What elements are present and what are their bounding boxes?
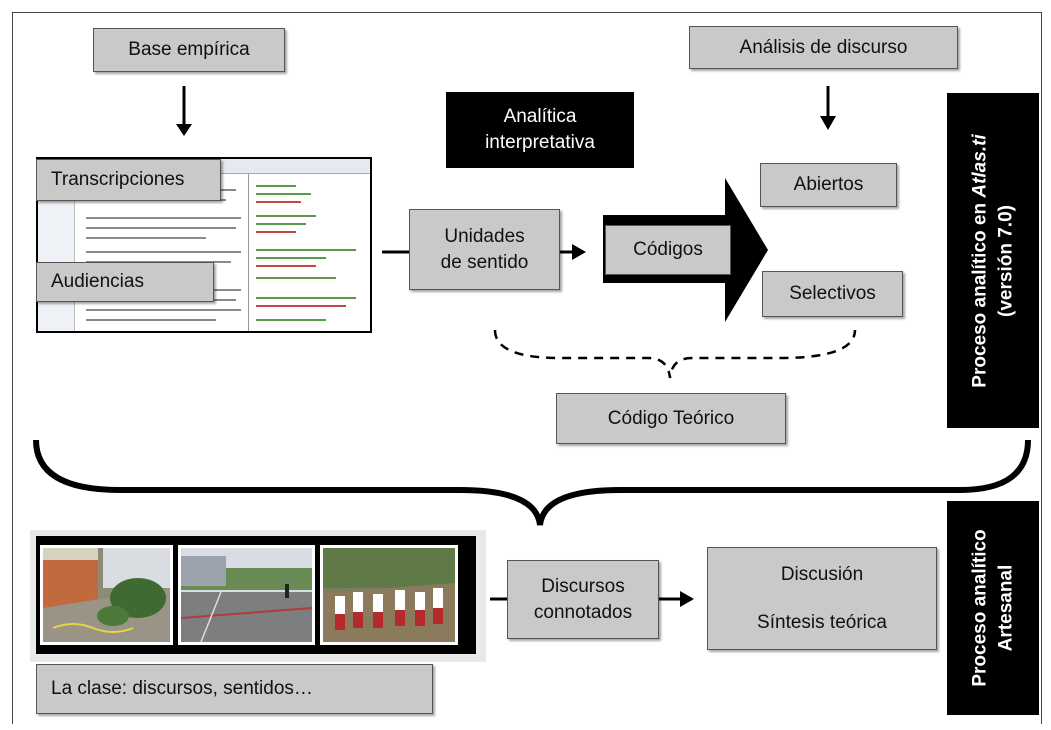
classroom-photo-2 <box>178 545 315 645</box>
thumbnail-code-line <box>256 223 306 225</box>
box-analisis-discurso: Análisis de discurso <box>689 26 958 69</box>
thumbnail-code-line <box>256 305 346 307</box>
box-transcripciones: Transcripciones <box>36 159 221 201</box>
discusion-label: Discusión <box>780 563 864 585</box>
audiencias-label: Audiencias <box>51 271 144 293</box>
thumbnail-text-line <box>86 251 241 253</box>
box-codigo-teorico: Código Teórico <box>556 393 786 444</box>
atlas-line1-italic: Atlas.ti <box>969 133 991 198</box>
abiertos-label: Abiertos <box>793 174 864 196</box>
photo-3-image <box>323 548 455 642</box>
artesanal-line2: Artesanal <box>995 564 1016 652</box>
box-selectivos: Selectivos <box>762 271 903 317</box>
classroom-photo-1 <box>40 545 173 645</box>
thumbnail-code-line <box>256 277 336 279</box>
unidades-line1: Unidades <box>444 225 525 247</box>
thumbnail-code-line <box>256 319 326 321</box>
photo-1-image <box>43 548 170 642</box>
atlas-line1: Proceso analítico en Atlas.ti <box>967 134 993 387</box>
thumbnail-text-line <box>86 227 236 229</box>
arrow-analisis-to-abiertos-head <box>820 116 836 130</box>
thumbnail-text-line <box>86 237 206 239</box>
box-la-clase: La clase: discursos, sentidos… <box>36 664 433 714</box>
thumbnail-code-line <box>256 231 296 233</box>
thumbnail-text-line <box>86 217 241 219</box>
unidades-line2: de sentido <box>440 251 529 273</box>
thumbnail-code-line <box>256 249 356 251</box>
dashed-brace <box>493 329 857 379</box>
thumbnail-divider <box>248 173 249 331</box>
box-base-empirica: Base empírica <box>93 28 285 72</box>
classroom-photo-3 <box>320 545 458 645</box>
side-label-artesanal: Proceso analítico Artesanal <box>947 501 1039 715</box>
thumbnail-code-line <box>256 257 326 259</box>
box-unidades-sentido: Unidades de sentido <box>409 209 560 290</box>
box-codigos: Códigos <box>605 225 731 275</box>
thumbnail-text-line <box>86 319 216 321</box>
thumbnail-code-line <box>256 193 311 195</box>
analitica-line1: Analítica <box>503 106 577 128</box>
arrow-discursos-to-discusion-head <box>680 591 694 607</box>
base-empirica-label: Base empírica <box>128 39 250 61</box>
discursos-line2: connotados <box>533 601 633 623</box>
large-curly-brace <box>33 439 1031 526</box>
side-label-atlas: Proceso analítico en Atlas.ti (versión 7… <box>947 93 1039 428</box>
selectivos-label: Selectivos <box>789 283 876 305</box>
discursos-line1: Discursos <box>541 575 625 597</box>
sintesis-label: Síntesis teórica <box>757 611 887 633</box>
photo-2-image <box>181 548 312 642</box>
box-analitica-interpretativa: Analítica interpretativa <box>446 92 634 168</box>
thumbnail-text-line <box>86 309 241 311</box>
analitica-line2: interpretativa <box>485 132 595 153</box>
box-discusion-sintesis: Discusión Síntesis teórica <box>707 547 937 650</box>
codigos-label: Códigos <box>633 239 703 261</box>
artesanal-line1: Proceso analítico <box>969 529 991 687</box>
atlas-line1-text: Proceso analítico en <box>969 197 991 388</box>
diagram-frame <box>12 12 1042 724</box>
arrow-shot-to-unidades-head <box>572 244 586 260</box>
box-abiertos: Abiertos <box>760 163 897 207</box>
analisis-discurso-label: Análisis de discurso <box>739 36 908 58</box>
atlas-line2: (versión 7.0) <box>995 204 1016 317</box>
box-discursos-connotados: Discursos connotados <box>507 560 659 639</box>
transcripciones-label: Transcripciones <box>51 169 185 191</box>
thumbnail-code-line <box>256 265 316 267</box>
box-audiencias: Audiencias <box>36 262 214 302</box>
thumbnail-code-line <box>256 297 356 299</box>
arrow-base-to-shot-head <box>176 124 192 136</box>
codigo-teorico-label: Código Teórico <box>607 407 735 429</box>
la-clase-label: La clase: discursos, sentidos… <box>51 678 313 700</box>
thumbnail-code-line <box>256 185 296 187</box>
thumbnail-code-line <box>256 201 301 203</box>
thumbnail-code-line <box>256 215 316 217</box>
